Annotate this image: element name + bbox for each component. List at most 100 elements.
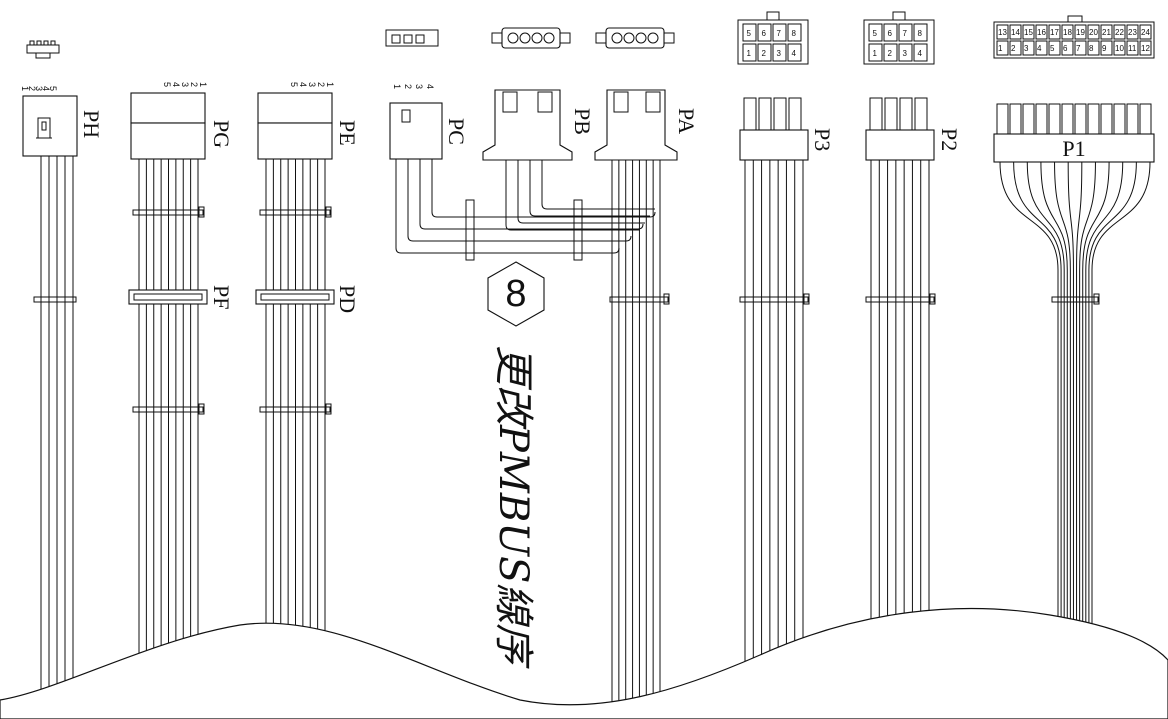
face-pin-number: 21 <box>1102 28 1111 37</box>
face-pin-number: 24 <box>1141 28 1150 37</box>
wire <box>1067 161 1074 719</box>
face-latch <box>1067 15 1083 23</box>
terminal <box>869 97 883 131</box>
label-pg: PG <box>209 120 234 148</box>
face-pin-number: 14 <box>1011 28 1020 37</box>
face-pin-number: 3 <box>1024 44 1029 53</box>
face-pin-number: 7 <box>777 29 782 38</box>
face-cell <box>1100 40 1113 56</box>
face-cell <box>1113 40 1126 56</box>
ph-wire-bundle <box>40 156 74 719</box>
face-pin-number: 16 <box>1037 28 1046 37</box>
terminal <box>1139 103 1152 135</box>
face-pin-number: 19 <box>1076 28 1085 37</box>
pe-pin-3: 3 <box>307 82 317 87</box>
wire <box>1054 161 1071 719</box>
face-pin-number: 7 <box>1076 44 1081 53</box>
terminal <box>1100 103 1113 135</box>
face-pin-number: 4 <box>1037 44 1042 53</box>
label-pa: PA <box>674 108 699 134</box>
pg-pin-5: 5 <box>162 82 172 87</box>
terminal <box>1113 103 1126 135</box>
revision-badge: 8 <box>487 261 545 327</box>
wire <box>517 160 645 224</box>
ph-pin-1: 1 <box>20 86 30 91</box>
face-cell <box>1022 40 1035 56</box>
face-cell <box>996 24 1009 40</box>
change-note: 更改PMBUS線序 <box>490 345 536 669</box>
connector-pa: PA <box>594 27 699 161</box>
face-cell <box>1035 40 1048 56</box>
pc-pin-2: 2 <box>403 84 413 89</box>
face-cell <box>1074 24 1087 40</box>
ph-pin-3: 3 <box>34 86 44 91</box>
wire <box>395 159 620 254</box>
face-pin-number: 12 <box>1141 44 1150 53</box>
label-p3: P3 <box>810 128 835 151</box>
harness-tie-right <box>573 199 583 261</box>
wire <box>1091 161 1151 719</box>
face-pin-number: 1 <box>998 44 1003 53</box>
face-cell <box>996 40 1009 56</box>
face-pin-number: 18 <box>1063 28 1072 37</box>
pc-pin-4: 4 <box>425 84 435 89</box>
ph-pin-4: 4 <box>41 86 51 91</box>
face-cell <box>772 23 787 42</box>
label-ph: PH <box>79 110 104 138</box>
face-pin-number: 1 <box>747 49 752 58</box>
terminal <box>899 97 913 131</box>
wire <box>1085 161 1124 719</box>
face-latch <box>892 11 906 21</box>
label-p1: P1 <box>1062 136 1085 161</box>
face-cell <box>913 23 928 42</box>
face-cell <box>1126 24 1139 40</box>
terminal <box>1022 103 1035 135</box>
face-pin-number: 22 <box>1115 28 1124 37</box>
wire <box>407 159 632 242</box>
connector-p1: 131142153164175186197208219221023112412 … <box>993 15 1155 719</box>
face-pin-number: 10 <box>1115 44 1124 53</box>
face-cell <box>757 43 772 62</box>
face-pin-number: 8 <box>1089 44 1094 53</box>
face-pin-number: 23 <box>1128 28 1137 37</box>
face-cell <box>883 43 898 62</box>
terminal <box>773 97 787 131</box>
terminal <box>1009 103 1022 135</box>
face-latch <box>766 11 780 21</box>
face-cell <box>1022 24 1035 40</box>
face-cell <box>1087 40 1100 56</box>
face-pin-number: 4 <box>918 49 923 58</box>
face-cell <box>898 43 913 62</box>
wire <box>419 159 644 230</box>
terminal <box>1126 103 1139 135</box>
terminal <box>758 97 772 131</box>
terminal <box>914 97 928 131</box>
harness-tie-left <box>465 199 475 261</box>
face-cell <box>1126 40 1139 56</box>
wire <box>1040 161 1068 719</box>
face-cell <box>1061 40 1074 56</box>
wire <box>1088 161 1137 719</box>
face-pin-number: 15 <box>1024 28 1033 37</box>
face-pin-number: 1 <box>873 49 878 58</box>
p1-wire-bundle <box>999 161 1151 719</box>
label-pc: PC <box>444 118 469 145</box>
connector-pf: PF <box>128 285 234 309</box>
face-cell <box>1048 40 1061 56</box>
face-cell <box>757 23 772 42</box>
terminal <box>788 97 802 131</box>
wire <box>1076 161 1083 719</box>
face-cell <box>772 43 787 62</box>
label-pf: PF <box>209 285 234 309</box>
wire <box>999 161 1059 719</box>
terminal <box>996 103 1009 135</box>
face-cell <box>742 23 757 42</box>
connector-pd: PD <box>255 285 360 313</box>
face-cell <box>1061 24 1074 40</box>
face-cell <box>1113 24 1126 40</box>
terminal <box>1061 103 1074 135</box>
wire <box>529 160 650 217</box>
face-pin-number: 3 <box>777 49 782 58</box>
face-pin-number: 8 <box>792 29 797 38</box>
